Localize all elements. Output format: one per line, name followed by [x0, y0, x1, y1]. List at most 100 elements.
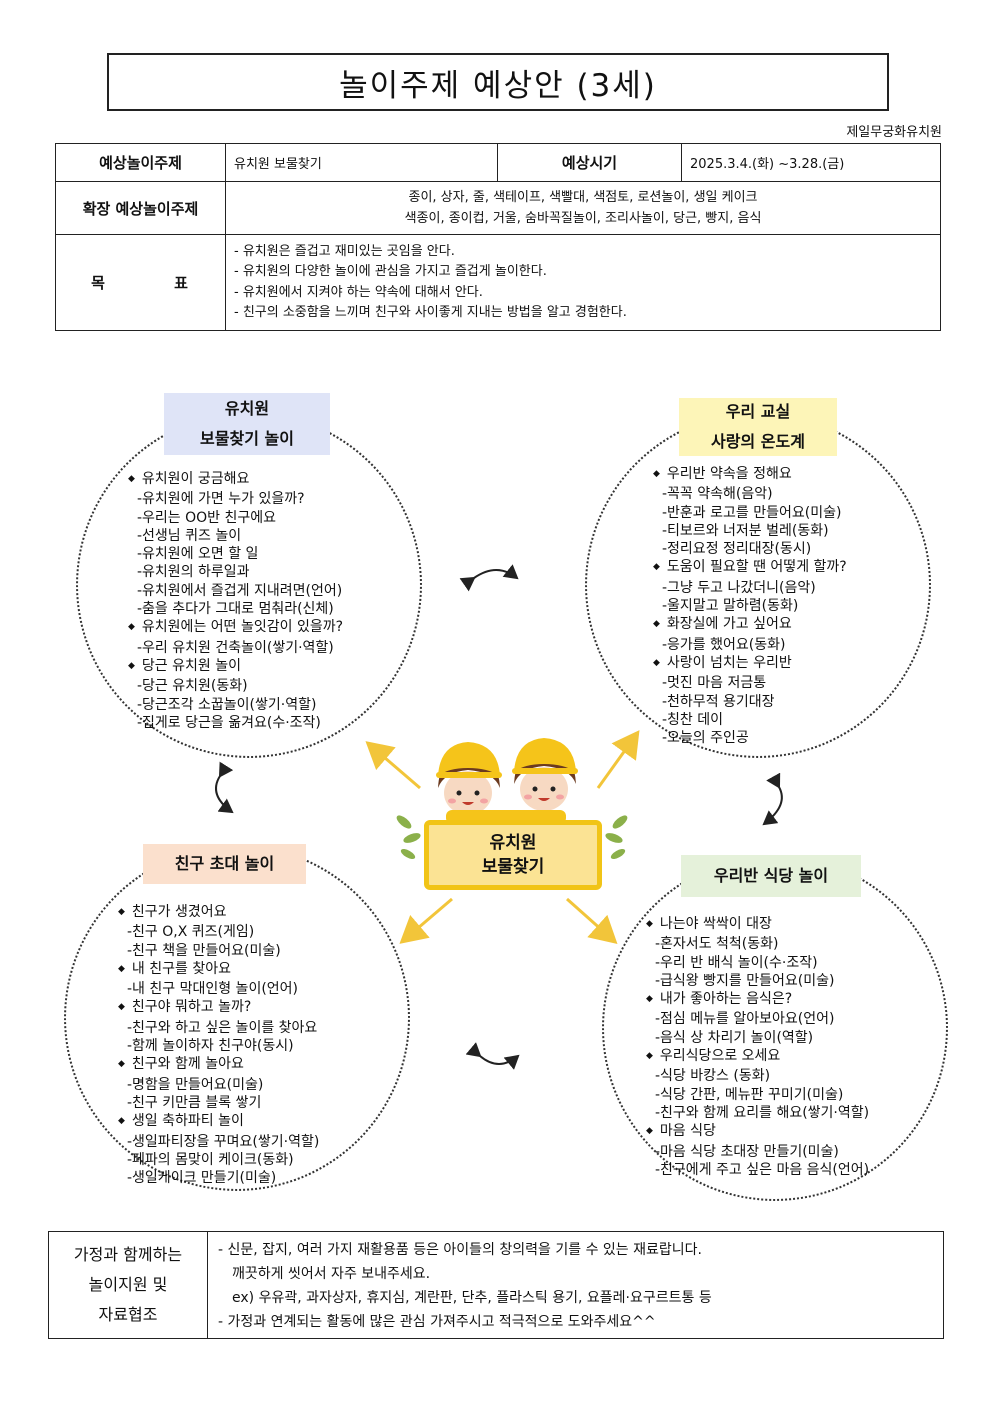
list-heading: 우리식당으로 오세요 [646, 1047, 869, 1067]
topic-tag-tl: 유치원 보물찾기 놀이 [164, 393, 330, 455]
info-table: 예상놀이주제 유치원 보물찾기 예상시기 2025.3.4.(화) ~3.28.… [55, 143, 941, 331]
ext-value: 종이, 상자, 줄, 색테이프, 색빨대, 색점토, 로션놀이, 생일 케이크 … [225, 181, 941, 235]
home-support-line: 깨끗하게 씻어서 자주 보내주세요. [232, 1266, 431, 1282]
list-item: -응가를 했어요(동화) [662, 636, 786, 653]
topic-title: 우리 교실 [725, 402, 791, 421]
list-item: -당근 유치원(동화) [137, 678, 248, 695]
period-label: 예상시기 [497, 143, 682, 182]
ext-line: 색종이, 종이컵, 거울, 숨바꼭질놀이, 조리사놀이, 당근, 빵지, 음식 [404, 211, 762, 226]
list-heading: 생일 축하파티 놀이 [118, 1112, 319, 1132]
list-heading: 내가 좋아하는 음식은? [646, 990, 869, 1010]
list-heading: 유치원에는 어떤 놀잇감이 있을까? [128, 618, 343, 638]
goal-item: - 유치원의 다양한 놀이에 관심을 가지고 즐겁게 놀이한다. [234, 264, 547, 279]
center-topic-line: 유치원 [489, 833, 537, 853]
list-item: -우리 반 배식 놀이(수·조작) [655, 954, 818, 971]
list-item: -급식왕 빵지를 만들어요(미술) [655, 972, 835, 989]
list-heading: 친구야 뭐하고 놀까? [118, 998, 319, 1018]
list-item: -마음 식당 초대장 만들기(미술) [655, 1143, 839, 1160]
home-support-label-line: 자료협조 [98, 1305, 158, 1324]
home-support-label-line: 가정과 함께하는 [73, 1245, 183, 1264]
leaf-left-icon [396, 815, 421, 860]
list-heading: 친구와 함께 놀아요 [118, 1055, 319, 1075]
list-item: -춤을 추다가 그대로 멈춰라(신체) [137, 601, 334, 618]
list-heading: 사랑이 넘치는 우리반 [653, 654, 847, 674]
list-item: -점심 메뉴를 알아보아요(언어) [655, 1011, 835, 1028]
topic-tag-bl: 친구 초대 놀이 [143, 844, 306, 884]
topic-title: 우리반 식당 놀이 [713, 866, 829, 885]
list-heading: 유치원이 궁금해요 [128, 470, 343, 490]
list-heading: 마음 식당 [646, 1122, 869, 1142]
list-item: -친구와 하고 싶은 놀이를 찾아요 [127, 1019, 318, 1036]
list-item: -유치원에 오면 할 일 [137, 546, 259, 563]
list-heading: 당근 유치원 놀이 [128, 657, 343, 677]
list-heading: 우리반 약속을 정해요 [653, 465, 847, 485]
list-item: -그냥 두고 나갔더니(음악) [662, 579, 816, 596]
list-heading: 도움이 필요할 땐 어떻게 할까? [653, 558, 847, 578]
list-item: -혼자서도 척척(동화) [655, 936, 779, 953]
topic-list-bl: 친구가 생겼어요-친구 O,X 퀴즈(게임)-친구 책을 만들어요(미술)내 친… [118, 903, 319, 1187]
list-item: -친구와 함께 요리를 해요(쌓기·역할) [655, 1104, 870, 1121]
list-item: -멋진 마음 저금통 [662, 675, 767, 692]
leaf-right-icon [605, 815, 628, 860]
list-item: -유치원에 가면 누가 있을까? [137, 491, 305, 508]
list-item: -내 친구 막대인형 놀이(언어) [127, 981, 299, 998]
list-item: -유치원의 하루일과 [137, 564, 250, 581]
list-item: -선생님 퀴즈 놀이 [137, 527, 242, 544]
curved-arrow-bottom [465, 1042, 520, 1070]
list-item: -친구 키만큼 블록 쌓기 [127, 1094, 262, 1111]
list-item: -페파의 몸맞이 케이크(동화) [127, 1151, 294, 1168]
goal-label-text: 목 표 [91, 274, 190, 292]
theme-label: 예상놀이주제 [55, 143, 226, 182]
goal-item: - 친구의 소중함을 느끼며 친구와 사이좋게 지내는 방법을 알고 경험한다. [234, 305, 627, 320]
list-item: -천하무적 용기대장 [662, 693, 775, 710]
list-heading: 화장실에 가고 싶어요 [653, 615, 847, 635]
home-support-line: - 가정과 연계되는 활동에 많은 관심 가져주시고 적극적으로 도와주세요^^ [218, 1314, 656, 1330]
home-support-label-line: 놀이지원 및 [88, 1275, 168, 1294]
list-item: -식당 바캉스 (동화) [655, 1068, 771, 1085]
list-item: -울지말고 말하렴(동화) [662, 598, 799, 615]
list-item: -집게로 당근을 옮겨요(수·조작) [137, 714, 321, 731]
home-support-line: - 신문, 잡지, 여러 가지 재활용품 등은 아이들의 창의력을 기를 수 있… [218, 1242, 702, 1258]
list-heading: 친구가 생겼어요 [118, 903, 319, 923]
topic-title: 사랑의 온도계 [711, 432, 805, 451]
list-item: -친구 O,X 퀴즈(게임) [127, 924, 255, 941]
topic-list-tl: 유치원이 궁금해요-유치원에 가면 누가 있을까?-우리는 OO반 친구에요-선… [128, 470, 343, 732]
list-item: -친구 책을 만들어요(미술) [127, 942, 281, 959]
goal-list: - 유치원은 즐겁고 재미있는 곳임을 안다. - 유치원의 다양한 놀이에 관… [225, 234, 941, 331]
topic-title: 친구 초대 놀이 [174, 854, 275, 873]
list-item: -정리요정 정리대장(동시) [662, 541, 812, 558]
arrow-to-bl [399, 897, 453, 944]
period-value: 2025.3.4.(화) ~3.28.(금) [681, 143, 941, 182]
home-support-line: ex) 우유곽, 과자상자, 휴지심, 계란판, 단추, 플라스틱 용기, 요플… [232, 1290, 712, 1306]
curved-arrow-left [215, 761, 234, 814]
curved-arrow-top [459, 564, 519, 592]
home-support-box: 가정과 함께하는 놀이지원 및 자료협조 - 신문, 잡지, 여러 가지 재활용… [48, 1231, 944, 1339]
list-item: -함께 놀이하자 친구야(동시) [127, 1038, 294, 1055]
list-heading: 나는야 싹싹이 대장 [646, 915, 869, 935]
list-item: -당근조각 소꿉놀이(쌓기·역할) [137, 696, 317, 713]
list-item: -명함을 만들어요(미술) [127, 1076, 264, 1093]
center-topic-line: 보물찾기 [481, 857, 545, 877]
curved-arrow-right [762, 772, 783, 826]
arrow-to-br [566, 897, 618, 944]
kid-right-icon [512, 738, 578, 811]
list-item: -생일케이크 만들기(미술) [127, 1170, 277, 1187]
list-item: -반훈과 로고를 만들어요(미술) [662, 504, 842, 521]
list-item: -음식 상 차리기 놀이(역할) [655, 1029, 814, 1046]
topic-title: 유치원 [224, 399, 270, 418]
list-item: -티보르와 너저분 벌레(동화) [662, 522, 829, 539]
list-item: -오늘의 주인공 [662, 730, 749, 747]
kid-left-icon [436, 742, 502, 815]
arrow-to-tr [596, 730, 640, 789]
list-item: -칭찬 데이 [662, 711, 724, 728]
ext-line: 종이, 상자, 줄, 색테이프, 색빨대, 색점토, 로션놀이, 생일 케이크 [408, 190, 758, 205]
home-support-text: - 신문, 잡지, 여러 가지 재활용품 등은 아이들의 창의력을 기를 수 있… [208, 1232, 943, 1338]
goal-label: 목 표 [55, 234, 226, 331]
topic-list-tr: 우리반 약속을 정해요-꼭꼭 약속해(음악)-반훈과 로고를 만들어요(미술)-… [653, 465, 847, 747]
center-topic: 유치원 보물찾기 [424, 820, 602, 890]
page-title: 놀이주제 예상안 (3세) [107, 53, 889, 111]
list-item: -식당 간판, 메뉴판 꾸미기(미술) [655, 1086, 844, 1103]
list-item: -생일파티장을 꾸며요(쌓기·역할) [127, 1133, 320, 1150]
topic-tag-tr: 우리 교실 사랑의 온도계 [679, 398, 837, 456]
